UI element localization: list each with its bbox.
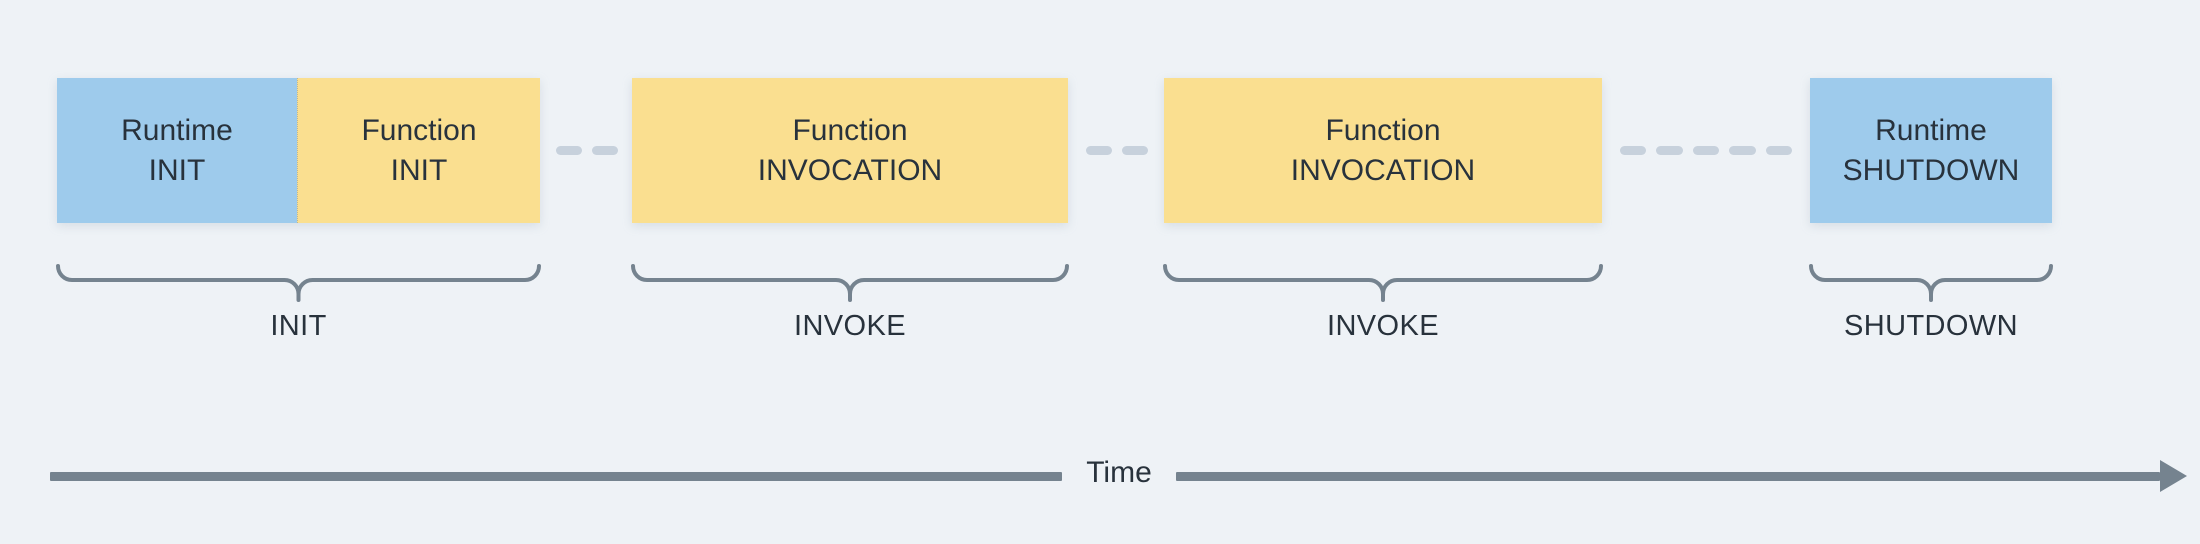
phase-block-line2: INVOCATION (1290, 154, 1476, 187)
phase-block-line1: Function (361, 113, 477, 147)
brace-label-invoke-1: INVOKE (794, 310, 906, 342)
connector-dash-icon (556, 146, 582, 155)
time-axis-label: Time (1086, 456, 1152, 489)
time-axis: Time (0, 440, 2200, 510)
time-axis-arrowhead-icon (2160, 460, 2187, 492)
phase-block-line1: Runtime (1875, 113, 1987, 147)
brace-label-invoke-2: INVOKE (1327, 310, 1439, 342)
brace-icon (1163, 264, 1603, 302)
phase-block-line2: SHUTDOWN (1842, 154, 2020, 187)
phase-block-line1: Function (1325, 113, 1441, 147)
dashed-connector-3 (1620, 146, 1792, 155)
phase-block-line1: Function (792, 113, 908, 147)
phase-block-line2: INVOCATION (757, 154, 943, 187)
dashed-connector-2 (1086, 146, 1148, 155)
connector-dash-icon (1692, 146, 1720, 155)
connector-dash-icon (1729, 146, 1756, 155)
phase-block-line2: INIT (148, 154, 206, 187)
brace-init-0 (56, 262, 541, 310)
connector-dash-icon (592, 146, 618, 155)
time-axis-line-left (50, 472, 1062, 481)
connector-dash-icon (1620, 146, 1647, 155)
connector-dash-icon (1765, 146, 1792, 155)
brace-invoke-1 (631, 262, 1069, 310)
connector-dash-icon (1086, 146, 1112, 155)
brace-shutdown-3 (1809, 262, 2053, 310)
time-axis-line-right (1176, 472, 2160, 481)
brace-label-shutdown-3: SHUTDOWN (1844, 310, 2018, 342)
dashed-connector-1 (556, 146, 618, 155)
brace-icon (56, 264, 541, 302)
phase-block-line1: Runtime (121, 113, 233, 147)
brace-invoke-2 (1163, 262, 1603, 310)
brace-icon (1809, 264, 2053, 302)
phase-block-line2: INIT (390, 154, 448, 187)
brace-icon (631, 264, 1069, 302)
connector-dash-icon (1122, 146, 1148, 155)
brace-label-init-0: INIT (270, 310, 327, 342)
connector-dash-icon (1656, 146, 1683, 155)
